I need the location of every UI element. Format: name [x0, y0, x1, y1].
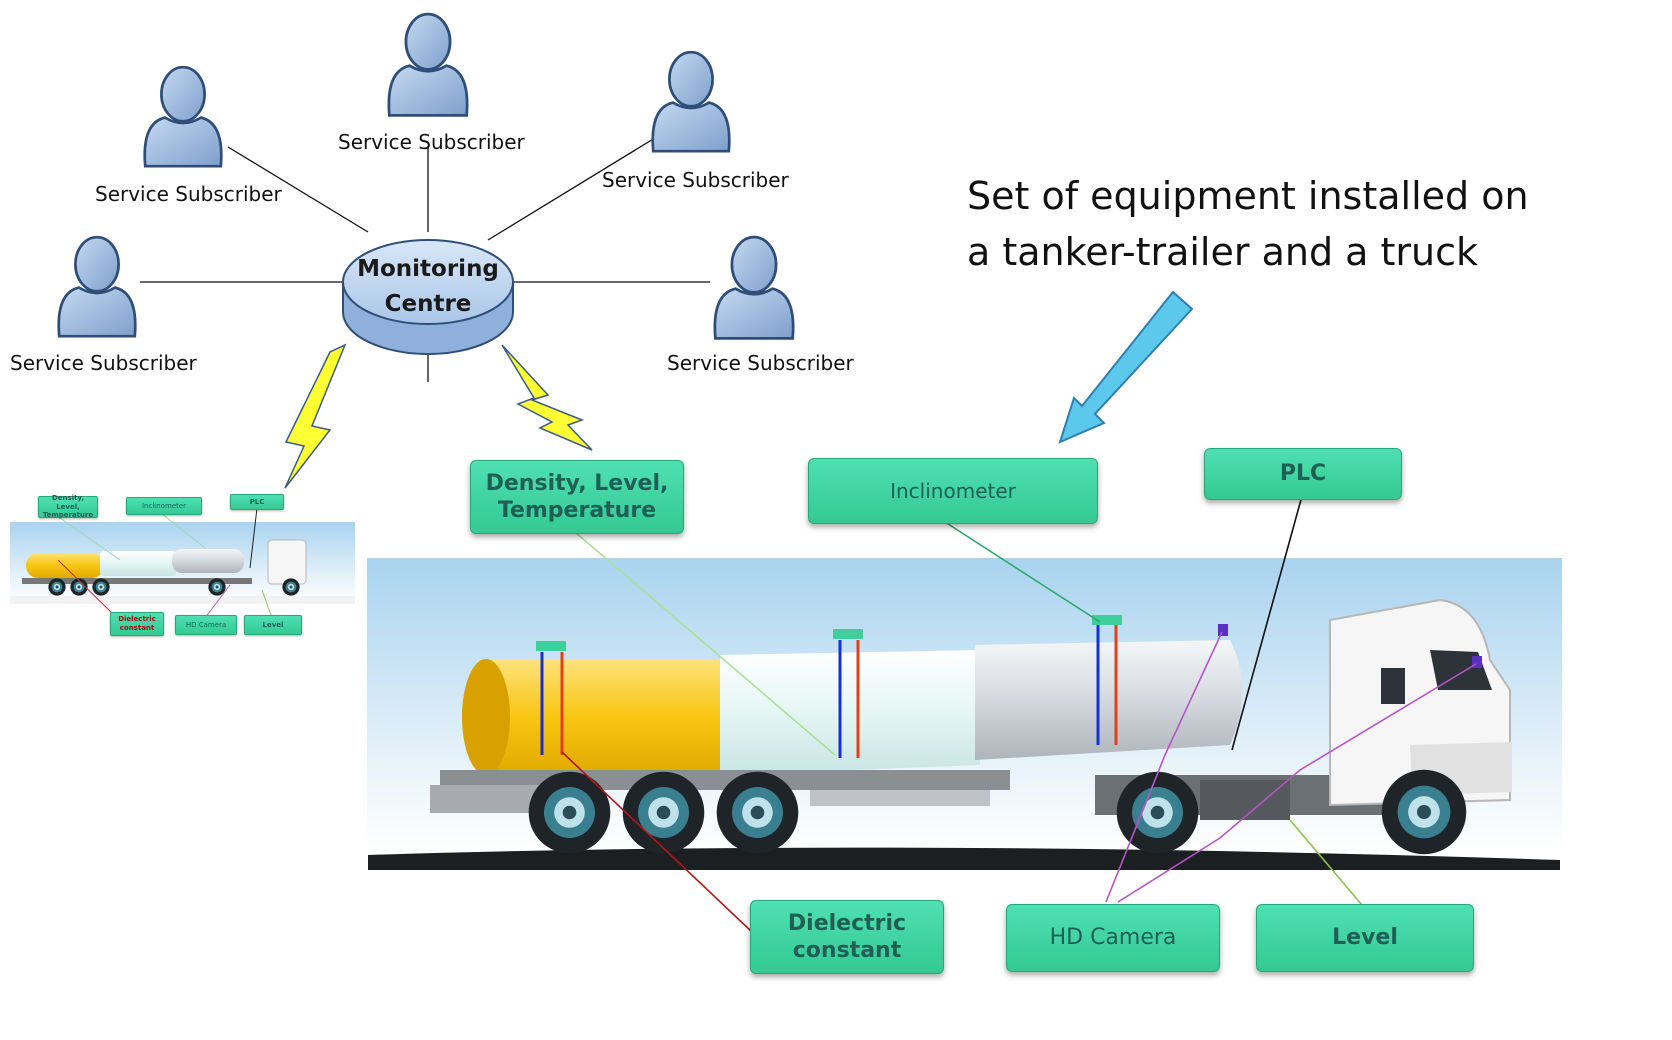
thumb-tag-inclinometer: Inclinometer	[126, 497, 202, 515]
tag-dielectric-constant: Dielectric constant	[750, 900, 944, 974]
subscriber-label: Service Subscriber	[667, 351, 854, 375]
thumb-tag-plc: PLC	[230, 494, 284, 510]
thumb-tag-density: Density, Level, Temperature	[38, 494, 98, 519]
subscriber-label: Service Subscriber	[95, 182, 282, 206]
hub-label-line-2: Centre	[384, 291, 472, 317]
subscriber-person-icon	[57, 235, 137, 338]
callout-line-1: Set of equipment installed on	[967, 174, 1529, 218]
wireless-lightning-icon	[284, 343, 347, 489]
thumb-tag-level: Level	[244, 615, 302, 635]
tag-hd-camera: HD Camera	[1006, 904, 1220, 972]
monitoring-centre-label: Monitoring Centre	[328, 252, 528, 322]
tag-inclinometer: Inclinometer	[808, 458, 1098, 524]
hub-label-line-1: Monitoring	[357, 256, 499, 282]
equipment-callout: Set of equipment installed on a tanker-t…	[967, 168, 1529, 280]
thumb-tag-camera: HD Camera	[175, 615, 237, 635]
tag-plc: PLC	[1204, 448, 1402, 500]
subscriber-person-icon	[713, 235, 795, 340]
subscriber-label: Service Subscriber	[602, 168, 789, 192]
truck-thumbnail	[10, 507, 355, 619]
subscriber-person-icon	[143, 65, 223, 168]
subscriber-person-icon	[387, 12, 469, 117]
subscriber-label: Service Subscriber	[338, 130, 525, 154]
tag-level: Level	[1256, 904, 1474, 972]
tag-density-level-temperature: Density, Level, Temperature	[470, 460, 684, 534]
truck-scene	[367, 495, 1562, 933]
callout-line-2: a tanker-trailer and a truck	[967, 230, 1479, 274]
callout-arrow-icon	[1058, 290, 1194, 444]
thumb-tag-dielectric: Dielectric constant	[110, 612, 164, 636]
monitoring-centre-hub	[342, 239, 514, 355]
wireless-lightning-icon	[501, 344, 593, 451]
subscriber-label: Service Subscriber	[10, 351, 197, 375]
subscriber-person-icon	[651, 50, 731, 153]
